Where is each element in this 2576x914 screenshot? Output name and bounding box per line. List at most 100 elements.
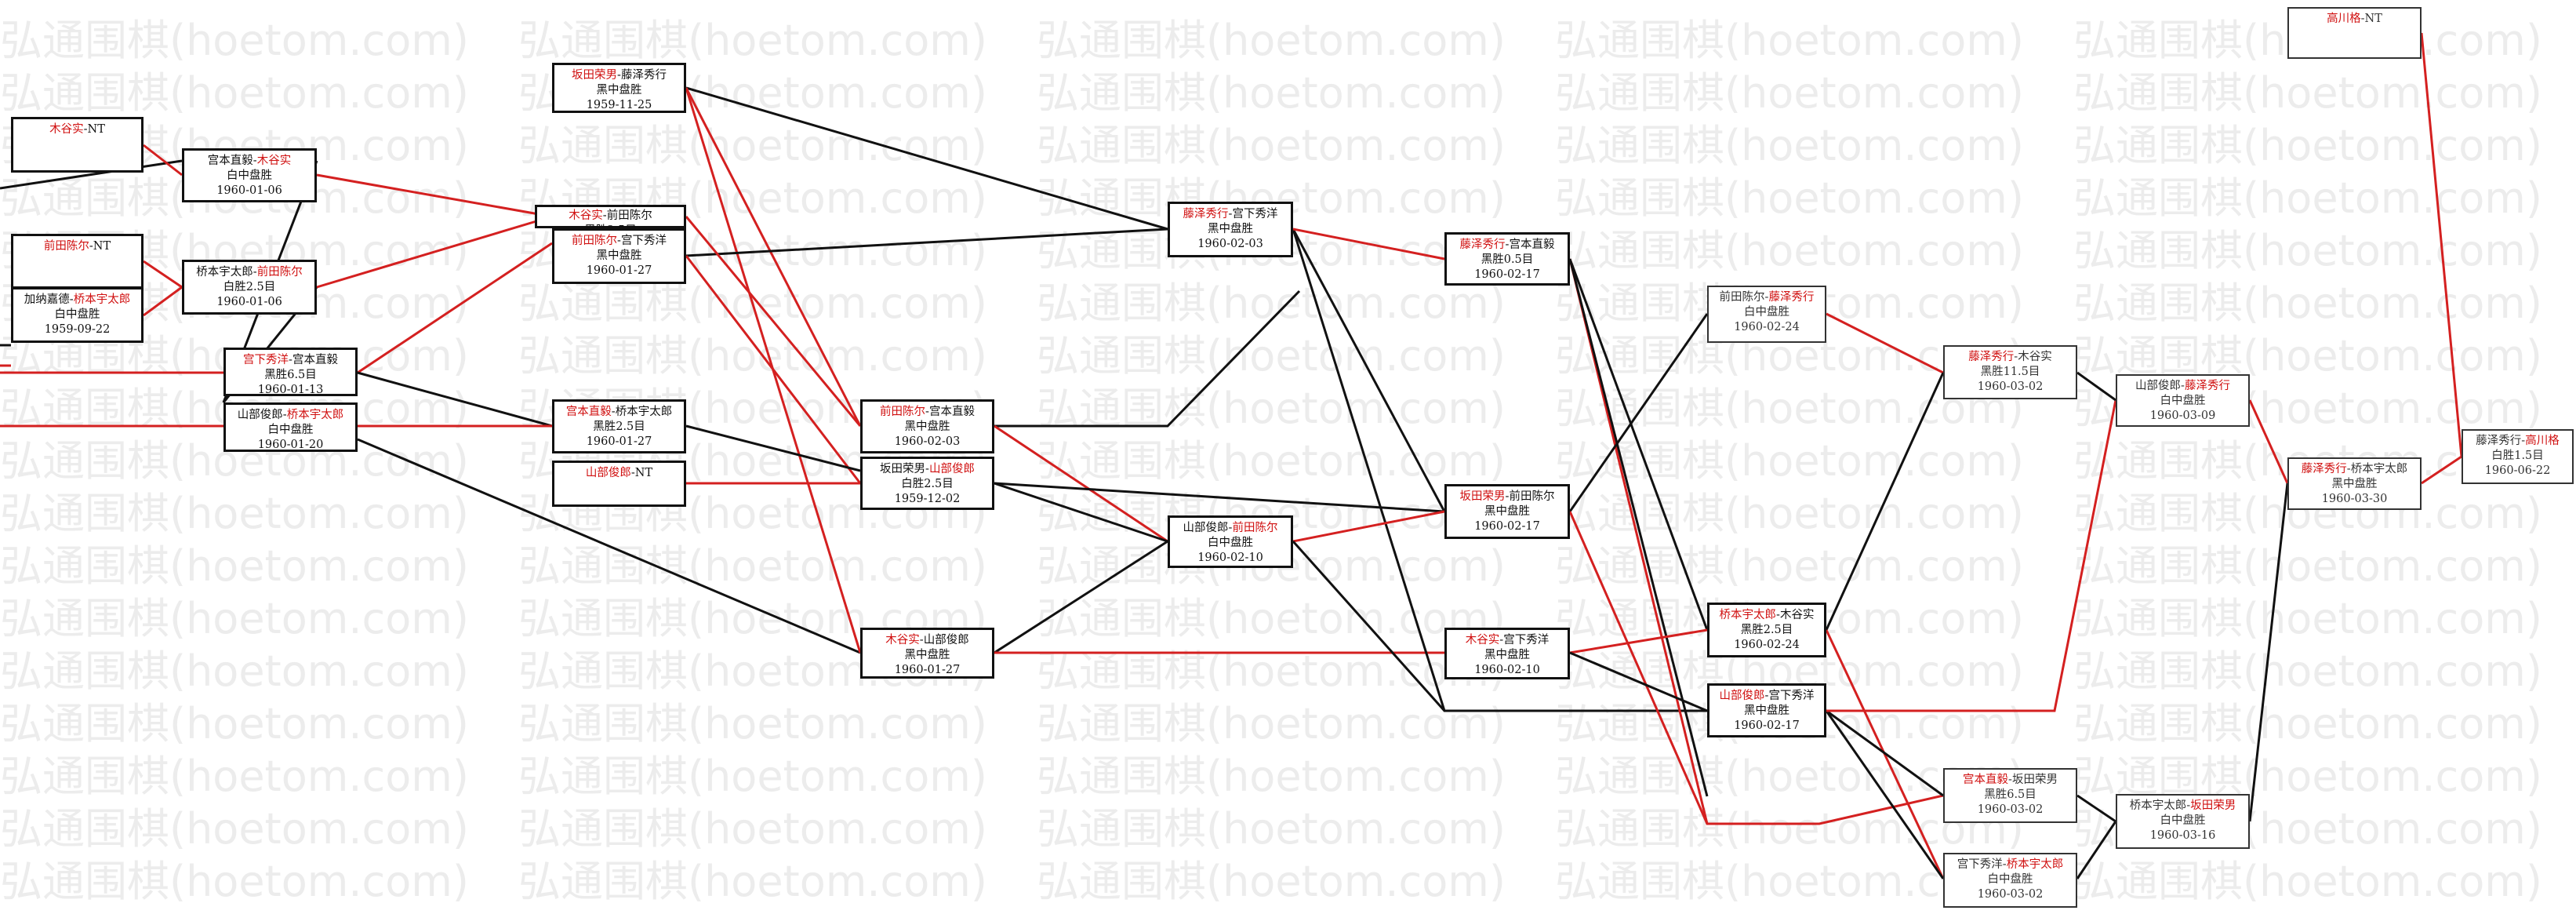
watermark-text: 弘通围棋(hoetom.com) bbox=[0, 594, 469, 643]
watermark-text: 弘通围棋(hoetom.com) bbox=[1555, 68, 2024, 118]
match-date: 1960-01-06 bbox=[216, 296, 282, 308]
match-date: 1960-03-02 bbox=[1977, 803, 2044, 816]
white-player: 藤泽秀行 bbox=[1768, 291, 1815, 304]
match-date: 1960-02-03 bbox=[894, 435, 961, 448]
match-date: 1959-09-22 bbox=[44, 323, 111, 336]
match-result: 黑中盘胜 bbox=[1484, 649, 1530, 661]
match-result: 黑胜6.5目 bbox=[1984, 788, 2036, 801]
watermark-text: 弘通围棋(hoetom.com) bbox=[1037, 699, 1506, 748]
match-date: 1960-03-09 bbox=[2149, 410, 2216, 422]
connector-line bbox=[2076, 794, 2116, 823]
connector-line bbox=[1825, 710, 1945, 879]
watermark-text: 弘通围棋(hoetom.com) bbox=[2073, 699, 2542, 748]
match-result: 白中盘胜 bbox=[2160, 814, 2206, 827]
watermark-text: 弘通围棋(hoetom.com) bbox=[0, 16, 469, 65]
white-player: 宫下秀洋 bbox=[1232, 208, 1278, 220]
watermark-text: 弘通围棋(hoetom.com) bbox=[1037, 121, 1506, 170]
white-player: 前田陈尔 bbox=[1509, 490, 1555, 503]
watermark-text: 弘通围棋(hoetom.com) bbox=[1555, 541, 2024, 591]
black-player: 山部俊郎 bbox=[2135, 380, 2182, 392]
watermark-text: 弘通围棋(hoetom.com) bbox=[1037, 646, 1506, 696]
watermark-text: 弘通围棋(hoetom.com) bbox=[2073, 173, 2542, 223]
connector-line bbox=[1292, 510, 1445, 543]
connector-line bbox=[316, 173, 553, 218]
black-player: 木谷实 bbox=[49, 123, 84, 136]
black-player: 山部俊郎 bbox=[585, 467, 631, 479]
watermark-text: 弘通围棋(hoetom.com) bbox=[1037, 857, 1506, 906]
connector-line bbox=[143, 286, 183, 317]
match-players: 木谷实-宫下秀洋 bbox=[1465, 634, 1550, 646]
white-player: 木谷实 bbox=[1779, 609, 1815, 621]
black-player: 前田陈尔 bbox=[1719, 291, 1765, 304]
white-player: 坂田荣男 bbox=[2011, 774, 2058, 786]
match-date: 1960-02-24 bbox=[1734, 639, 1800, 651]
match-result: 黑中盘胜 bbox=[596, 84, 642, 96]
connector-line bbox=[143, 260, 183, 289]
match-result: 黑胜6.5目 bbox=[264, 369, 317, 381]
black-player: 桥本宇太郎 bbox=[2129, 799, 2187, 812]
white-player: 宫本直毅 bbox=[928, 406, 975, 418]
watermark-text: 弘通围棋(hoetom.com) bbox=[518, 541, 987, 591]
white-player: 坂田荣男 bbox=[2190, 799, 2236, 812]
white-player: 桥本宇太郎 bbox=[2006, 858, 2064, 871]
match-players: 坂田荣男-前田陈尔 bbox=[1459, 490, 1555, 503]
watermark-text: 弘通围棋(hoetom.com) bbox=[0, 646, 469, 696]
white-player: 藤泽秀行 bbox=[620, 69, 667, 82]
white-player: 桥本宇太郎 bbox=[73, 293, 131, 306]
match-date: 1960-02-10 bbox=[1197, 552, 1263, 564]
connector-line bbox=[994, 540, 1168, 654]
connector-line bbox=[1568, 258, 1709, 797]
match-date: 1960-01-13 bbox=[257, 384, 324, 396]
watermark-text: 弘通围棋(hoetom.com) bbox=[518, 804, 987, 854]
match-players: 前田陈尔-藤泽秀行 bbox=[1719, 291, 1815, 304]
watermark-text: 弘通围棋(hoetom.com) bbox=[1555, 16, 2024, 65]
match-result: 黑胜11.5目 bbox=[1980, 366, 2040, 378]
black-player: 山部俊郎 bbox=[237, 409, 283, 421]
black-player: 桥本宇太郎 bbox=[1719, 609, 1777, 621]
black-player: 藤泽秀行 bbox=[1968, 351, 2015, 363]
match-players: 藤泽秀行-桥本宇太郎 bbox=[2301, 463, 2408, 475]
match-result: 黑胜2.5目 bbox=[1740, 624, 1793, 636]
match-players: 桥本宇太郎-前田陈尔 bbox=[196, 266, 303, 279]
white-player: NT bbox=[87, 123, 105, 136]
watermark-text: 弘通围棋(hoetom.com) bbox=[518, 699, 987, 748]
match-players: 木谷实-前田陈尔 bbox=[569, 209, 652, 222]
match-players: 宫本直毅-坂田荣男 bbox=[1963, 774, 2058, 786]
connector-line bbox=[1568, 511, 1944, 825]
match-date: 1960-03-02 bbox=[1977, 381, 2044, 393]
white-player: NT bbox=[634, 467, 653, 479]
watermark-text: 弘通围棋(hoetom.com) bbox=[518, 121, 987, 170]
connector-line bbox=[1568, 258, 1709, 825]
black-player: 木谷实 bbox=[885, 634, 920, 646]
black-player: 宫本直毅 bbox=[1963, 774, 2009, 786]
black-player: 藤泽秀行 bbox=[1183, 208, 1229, 220]
connector-line bbox=[1569, 651, 1708, 712]
watermark-text: 弘通围棋(hoetom.com) bbox=[0, 489, 469, 538]
match-players: 山部俊郎-宫下秀洋 bbox=[1719, 690, 1815, 702]
match-players: 宫本直毅-桥本宇太郎 bbox=[565, 406, 673, 418]
match-players: 宫下秀洋-宫本直毅 bbox=[243, 354, 338, 366]
match-result: 白中盘胜 bbox=[1744, 306, 1789, 319]
black-player: 前田陈尔 bbox=[43, 240, 89, 253]
black-player: 前田陈尔 bbox=[880, 406, 926, 418]
watermark-text: 弘通围棋(hoetom.com) bbox=[518, 857, 987, 906]
watermark-text: 弘通围棋(hoetom.com) bbox=[2073, 646, 2542, 696]
connector-line bbox=[1292, 228, 1446, 512]
connector-line bbox=[1568, 258, 1709, 631]
watermark-text: 弘通围棋(hoetom.com) bbox=[1037, 436, 1506, 486]
match-date: 1960-02-03 bbox=[1197, 238, 1263, 250]
